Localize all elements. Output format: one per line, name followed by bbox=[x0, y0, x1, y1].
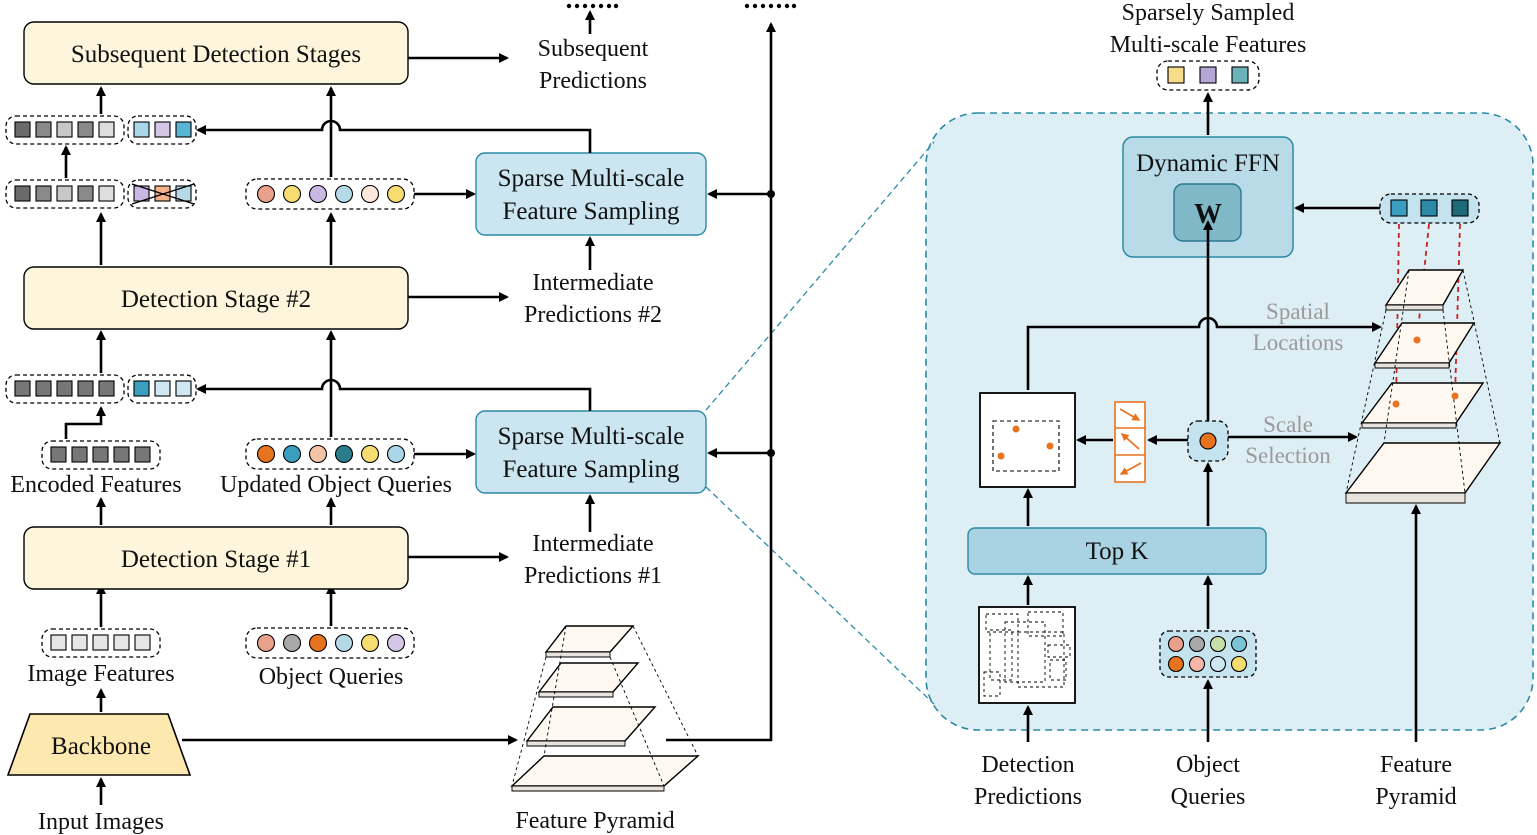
subsequent-detection-stages-label: Subsequent Detection Stages bbox=[71, 41, 361, 68]
sampled-features-line1: Sparsely Sampled bbox=[1122, 0, 1295, 26]
feature-pyramid-right-line2: Pyramid bbox=[1375, 784, 1456, 810]
sampled-point-tokens bbox=[1379, 193, 1480, 224]
sparse-sampling-1-line1: Sparse Multi-scale bbox=[498, 423, 685, 450]
intermediate-predictions-2-line1: Intermediate bbox=[532, 270, 653, 296]
object-queries-right-line1: Object bbox=[1176, 752, 1240, 778]
detection-predictions-line1: Detection bbox=[981, 752, 1074, 778]
scale-selection-line2: Selection bbox=[1245, 443, 1331, 468]
feature-pyramid-label: Feature Pyramid bbox=[515, 808, 674, 834]
sampled-feature-tokens bbox=[1156, 60, 1260, 91]
stage3-input-feature-tokens bbox=[5, 115, 197, 145]
object-query-tokens bbox=[245, 627, 415, 659]
feature-pyramid-right-line1: Feature bbox=[1380, 752, 1452, 778]
stage2-output-feature-tokens bbox=[5, 179, 197, 209]
object-queries-right-line2: Queries bbox=[1171, 784, 1246, 810]
offset-vectors-block bbox=[1114, 401, 1146, 483]
sampled-features-line2: Multi-scale Features bbox=[1110, 32, 1307, 58]
sample-link-1 bbox=[1395, 223, 1400, 405]
dynamic-ffn-label: Dynamic FFN bbox=[1136, 150, 1280, 177]
encoded-feature-tokens bbox=[41, 440, 161, 470]
intermediate-predictions-1-line1: Intermediate bbox=[532, 531, 653, 557]
feature-pyramid-right bbox=[1344, 269, 1502, 504]
stage2-input-feature-tokens bbox=[5, 374, 197, 404]
backbone-block bbox=[6, 713, 192, 776]
continuation-dots-1 bbox=[566, 3, 619, 9]
image-features-label: Image Features bbox=[27, 661, 174, 687]
intermediate-predictions-1-line2: Predictions #1 bbox=[524, 563, 662, 589]
object-queries-label: Object Queries bbox=[259, 664, 404, 690]
updated-object-query-tokens-2 bbox=[245, 178, 415, 210]
input-images-label: Input Images bbox=[38, 809, 164, 835]
object-queries-grid bbox=[1159, 630, 1257, 678]
spatial-locations-line1: Spatial bbox=[1266, 299, 1330, 324]
detection-stage-2-label: Detection Stage #2 bbox=[121, 286, 311, 313]
feature-pyramid-left bbox=[510, 625, 700, 792]
updated-object-query-tokens-1 bbox=[245, 438, 415, 470]
sparse-sampling-2-line2: Feature Sampling bbox=[502, 198, 680, 225]
detection-predictions-line2: Predictions bbox=[974, 784, 1082, 810]
backbone-label: Backbone bbox=[51, 733, 151, 760]
image-feature-tokens bbox=[41, 628, 161, 658]
encoded-features-label: Encoded Features bbox=[10, 472, 181, 498]
scale-selection-line1: Scale bbox=[1263, 412, 1313, 437]
intermediate-predictions-2-line2: Predictions #2 bbox=[524, 302, 662, 328]
sparse-sampling-1-line2: Feature Sampling bbox=[502, 456, 680, 483]
subsequent-detection-stages bbox=[23, 21, 409, 85]
zoom-panel bbox=[925, 112, 1534, 731]
continuation-dots-2 bbox=[744, 3, 797, 9]
detection-predictions-grid bbox=[978, 606, 1076, 704]
subsequent-predictions-line2: Predictions bbox=[539, 68, 647, 94]
zoom-line-bottom bbox=[705, 486, 935, 705]
zoom-line-top bbox=[705, 141, 935, 411]
sample-link-3 bbox=[1454, 223, 1461, 397]
topk-label: Top K bbox=[1086, 538, 1149, 565]
detection-stage-1-label: Detection Stage #1 bbox=[121, 546, 311, 573]
spatial-locations-line2: Locations bbox=[1253, 330, 1344, 355]
sampling-region-box bbox=[979, 392, 1076, 488]
updated-object-queries-label: Updated Object Queries bbox=[220, 472, 452, 498]
subsequent-predictions-line1: Subsequent bbox=[538, 36, 649, 62]
topk-block bbox=[967, 527, 1267, 575]
sparse-sampling-2-line1: Sparse Multi-scale bbox=[498, 165, 685, 192]
